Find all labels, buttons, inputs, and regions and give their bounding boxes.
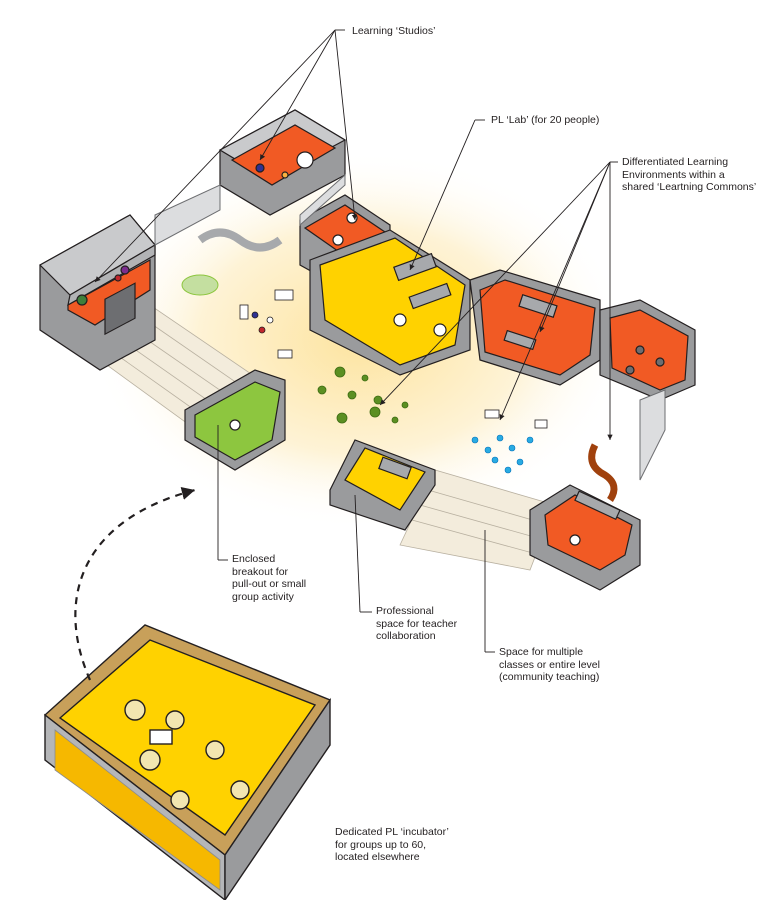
- leader-lines: [94, 29, 618, 653]
- glass-corridor-right: [639, 389, 666, 481]
- studio-far-right: [599, 299, 696, 401]
- annotation-pl-lab: PL ‘Lab’ (for 20 people): [491, 114, 600, 126]
- annotation-learning-studios: Learning ‘Studios’: [352, 25, 436, 37]
- studio-top: [218, 109, 347, 216]
- annotation-enclosed-breakout: Enclosed breakout for pull-out or small …: [232, 553, 307, 603]
- stairs-center: [399, 469, 556, 571]
- annotation-differentiated-environments: Differentiated Learning Environments wit…: [622, 156, 757, 193]
- pl-incubator-room: [43, 624, 332, 900]
- glass-walls: [154, 173, 346, 246]
- professional-space: [329, 439, 436, 531]
- commons-green-stools: [317, 366, 409, 424]
- orange-learning-environment: [469, 269, 601, 386]
- annotation-pl-incubator: Dedicated PL ‘incubator’ for groups up t…: [335, 826, 449, 863]
- commons-furniture: [239, 289, 548, 429]
- commons-blue-stools: [471, 434, 534, 474]
- annotation-professional-space: Professional space for teacher collabora…: [376, 605, 458, 642]
- dashed-arrow-to-incubator: [74, 486, 196, 681]
- enclosed-breakout: [184, 369, 286, 471]
- commons-curved-seating: [181, 228, 618, 502]
- studio-left: [39, 214, 156, 371]
- studio-bottom-right: [529, 484, 641, 591]
- annotation-community-space: Space for multiple classes or entire lev…: [499, 646, 600, 683]
- pl-lab: [309, 229, 471, 376]
